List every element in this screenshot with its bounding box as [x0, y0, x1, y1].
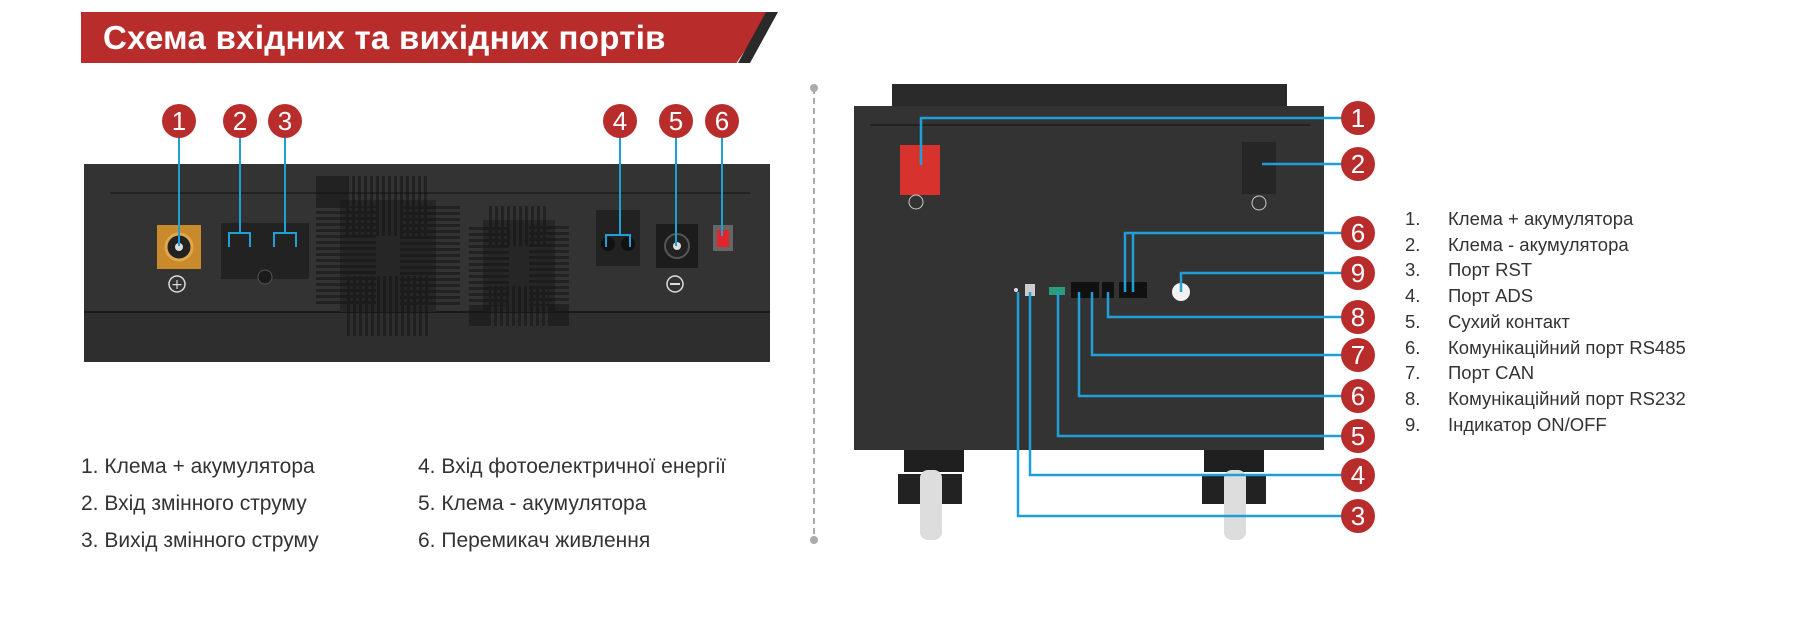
right-callout-number: 2 — [1351, 149, 1365, 179]
right-callout-circle — [1341, 256, 1375, 290]
ads-port — [1025, 284, 1035, 296]
right-legend-item: 9. Індикатор ON/OFF — [1405, 414, 1607, 436]
right-callout-circle — [1341, 101, 1375, 135]
right-legend-item: 4. Порт ADS — [1405, 285, 1533, 307]
right-callout-number: 3 — [1351, 501, 1365, 531]
legend-text: Порт CAN — [1448, 362, 1535, 384]
right-callout-number: 5 — [1351, 421, 1365, 451]
left-callout-number: 4 — [613, 106, 627, 136]
right-legend-item: 1. Клема + акумулятора — [1405, 208, 1633, 230]
wheel-left — [898, 450, 964, 540]
legend-text: Клема - акумулятора — [1448, 233, 1629, 255]
right-callout-number: 8 — [1351, 302, 1365, 332]
legend-number: 9. — [1405, 413, 1421, 435]
fan-grill-1 — [316, 176, 460, 336]
right-legend-item: 5. Сухий контакт — [1405, 311, 1570, 333]
page-title: Схема вхідних та вихідних портів — [103, 19, 666, 56]
legend-number: 8. — [1405, 387, 1421, 409]
left-callout-circle — [268, 104, 302, 138]
right-callout-number: 1 — [1351, 103, 1365, 133]
divider-end-dot — [810, 84, 818, 92]
legend-number: 2. — [1405, 233, 1421, 255]
left-callout-lines — [178, 137, 723, 247]
fan-grill-2 — [469, 206, 569, 326]
svg-text:+: + — [171, 277, 183, 293]
pv-input-connector — [596, 210, 640, 266]
rs232-port — [1102, 282, 1114, 298]
rst-port — [1014, 288, 1018, 292]
divider-end-dot — [810, 536, 818, 544]
legend-text: Індикатор ON/OFF — [1448, 413, 1607, 435]
inverter-front-panel: + — [84, 164, 770, 362]
page-title-banner: Схема вхідних та вихідних портів — [81, 12, 771, 63]
right-callout-circle — [1341, 419, 1375, 453]
right-callout-circle — [1341, 379, 1375, 413]
left-callout-markers: 1 2 3 4 5 6 — [162, 104, 739, 138]
left-callout-number: 2 — [233, 106, 247, 136]
dry-contact-port — [1049, 287, 1065, 295]
left-callout-circle — [603, 104, 637, 138]
right-callout-circle — [1341, 147, 1375, 181]
right-callout-number: 6 — [1351, 218, 1365, 248]
power-switch — [713, 225, 733, 251]
right-callout-number: 6 — [1351, 381, 1365, 411]
left-legend-item: 4. Вхід фотоелектричної енергії — [418, 455, 726, 478]
right-callout-number: 9 — [1351, 258, 1365, 288]
left-callout-circle — [705, 104, 739, 138]
legend-number: 1. — [1405, 208, 1421, 229]
left-callout-number: 1 — [172, 106, 186, 136]
left-legend-item: 6. Перемикач живлення — [418, 529, 651, 552]
right-legend-item: 3. Порт RST — [1405, 259, 1532, 281]
left-legend-item: 2. Вхід змінного струму — [81, 492, 307, 515]
right-callout-markers: 1 2 6 9 8 7 6 5 4 3 — [1341, 101, 1375, 533]
legend-number: 7. — [1405, 362, 1421, 384]
left-callout-number: 6 — [715, 106, 729, 136]
wheel-right — [1202, 450, 1266, 540]
left-callout-circle — [162, 104, 196, 138]
right-legend-item: 8. Комунікаційний порт RS232 — [1405, 388, 1686, 410]
right-callout-circle — [1341, 300, 1375, 334]
left-callout-circle — [659, 104, 693, 138]
left-callout-number: 5 — [669, 106, 683, 136]
negative-terminal-cover — [1242, 142, 1276, 194]
left-callout-circle — [223, 104, 257, 138]
right-callout-number: 4 — [1351, 460, 1365, 490]
rs485-can-ports — [1071, 282, 1099, 298]
legend-text: Сухий контакт — [1448, 310, 1570, 332]
right-callout-circle — [1341, 499, 1375, 533]
legend-number: 6. — [1405, 336, 1421, 358]
legend-text: Комунікаційний порт RS232 — [1448, 387, 1686, 409]
right-legend-item: 7. Порт CAN — [1405, 362, 1534, 384]
legend-text: Комунікаційний порт RS485 — [1448, 336, 1686, 358]
legend-text: Клема + акумулятора — [1448, 208, 1634, 229]
right-callout-circle — [1341, 458, 1375, 492]
right-callout-circle — [1341, 338, 1375, 372]
left-legend-item: 5. Клема - акумулятора — [418, 492, 647, 515]
left-callout-number: 3 — [278, 106, 292, 136]
left-legend-item: 1. Клема + акумулятора — [81, 455, 315, 478]
legend-text: Порт RST — [1448, 259, 1533, 281]
right-legend-item: 6. Комунікаційний порт RS485 — [1405, 337, 1686, 359]
legend-number: 4. — [1405, 285, 1421, 307]
legend-text: Порт ADS — [1448, 285, 1534, 307]
right-callout-number: 7 — [1351, 340, 1365, 370]
legend-number: 5. — [1405, 310, 1421, 332]
legend-number: 3. — [1405, 259, 1421, 281]
right-callout-circle — [1341, 216, 1375, 250]
battery-cabinet-side — [854, 84, 1324, 540]
right-legend-item: 2. Клема - акумулятора — [1405, 234, 1629, 256]
left-legend-item: 3. Вихід змінного струму — [81, 529, 319, 552]
